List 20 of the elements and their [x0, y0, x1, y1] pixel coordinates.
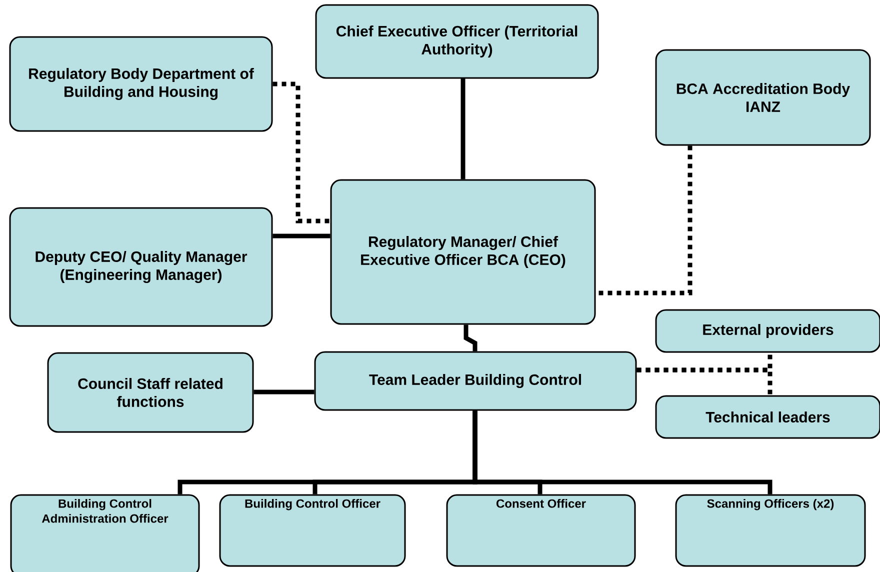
org-box: Consent Officer [446, 494, 636, 567]
connector-line [472, 410, 772, 494]
org-box: Building Control Officer [219, 494, 406, 567]
connector-line [254, 390, 314, 394]
org-box: Building Control Administration Officer [10, 494, 200, 572]
org-box: Regulatory Manager/ Chief Executive Officer BCA (CEO) [330, 179, 596, 325]
org-box: Deputy CEO/ Quality Manager (Engineering Manager) [9, 207, 273, 327]
org-box: Council Staff related functions [47, 352, 254, 433]
org-box: Scanning Officers (x2) [675, 494, 866, 567]
connector-line [464, 324, 478, 352]
org-box: Chief Executive Officer (Territorial Authority) [315, 4, 599, 79]
org-box: BCA Accreditation Body IANZ [655, 49, 871, 146]
connector-line [636, 368, 772, 396]
org-box: Team Leader Building Control [314, 351, 637, 411]
org-box: Technical leaders [655, 395, 880, 439]
org-box: External providers [655, 309, 880, 353]
connector-line [272, 82, 330, 224]
org-box: Regulatory Body Department of Building and Housing [9, 36, 273, 132]
connector-line [272, 234, 330, 238]
connector-line [460, 78, 466, 180]
